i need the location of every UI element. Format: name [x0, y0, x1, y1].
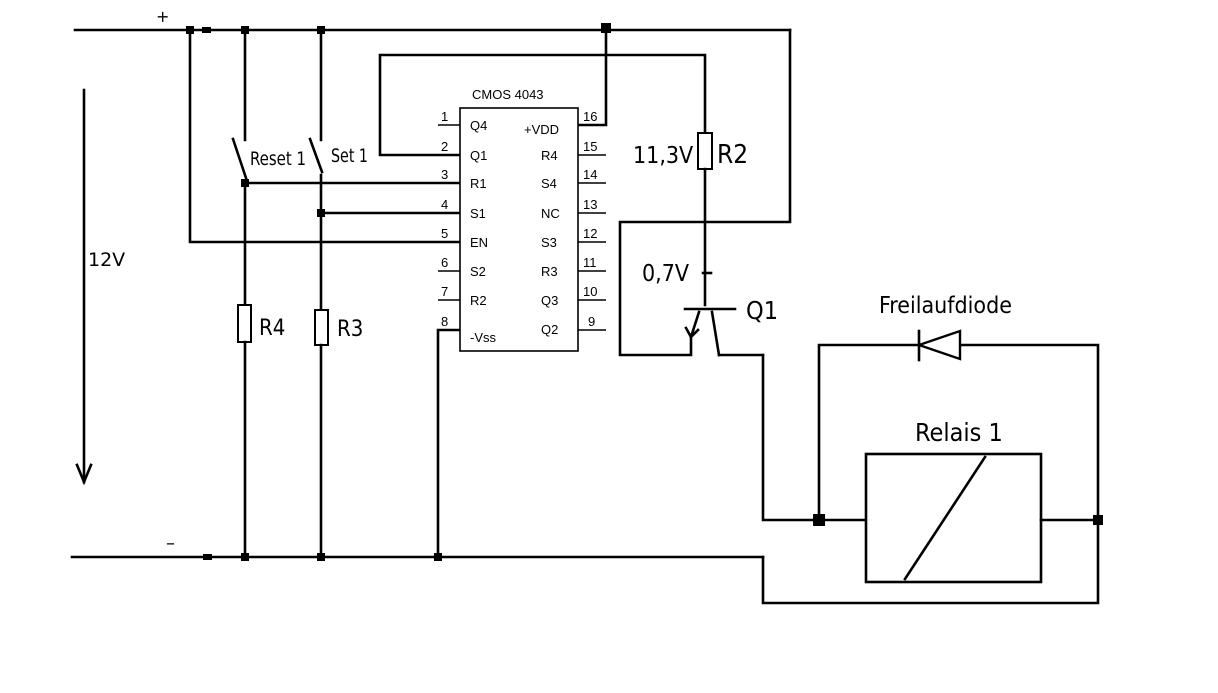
pin-number: 12 — [583, 226, 597, 241]
pin-number: 10 — [583, 284, 597, 299]
pin-name: R4 — [541, 148, 558, 163]
freewheel-diode — [915, 329, 962, 362]
r4-resistor — [237, 304, 252, 343]
pin-name: R3 — [541, 264, 558, 279]
vbe-label: 0,7V — [642, 261, 689, 287]
q1-output-wire — [378, 53, 707, 157]
relay-coil — [864, 452, 1043, 584]
supply-voltage-label: 12V — [88, 249, 125, 271]
reset-switch-branch — [231, 28, 462, 559]
relay-label: Relais 1 — [915, 418, 1003, 447]
pin-name: EN — [470, 235, 488, 250]
pin-number: 14 — [583, 167, 597, 182]
pin-number: 7 — [441, 284, 448, 299]
pin-name: S4 — [541, 176, 557, 191]
vss-wire — [436, 328, 462, 559]
set-switch-branch — [308, 28, 462, 559]
q1-transistor — [683, 307, 765, 357]
r3-label: R3 — [337, 317, 363, 342]
pin-name: Q4 — [470, 118, 487, 133]
voltage-arrow — [75, 88, 93, 486]
pin-name: +VDD — [524, 122, 559, 137]
r4-label: R4 — [259, 316, 285, 341]
r2-voltage-label: 11,3V — [633, 143, 693, 169]
set-switch-label: Set 1 — [331, 145, 368, 167]
minus-label: – — [166, 533, 175, 554]
pin-number: 8 — [441, 314, 448, 329]
return-wire — [761, 518, 1100, 605]
chip-title: CMOS 4043 — [472, 87, 544, 102]
r3-resistor — [314, 309, 329, 346]
pin-number: 5 — [441, 226, 448, 241]
diode-label: Freilaufdiode — [879, 293, 1012, 319]
pin-number: 2 — [441, 139, 448, 154]
junction-dots — [186, 23, 1103, 561]
pin-number: 3 — [441, 167, 448, 182]
pin-number: 9 — [588, 314, 595, 329]
pin-number: 16 — [583, 109, 597, 124]
enable-wire — [188, 28, 462, 244]
pin-number: 4 — [441, 197, 448, 212]
collector-wire — [761, 353, 868, 522]
pin-number: 1 — [441, 109, 448, 124]
pin-name: NC — [541, 206, 560, 221]
pin-number: 11 — [583, 255, 597, 270]
cmos-4043-chip — [438, 107, 606, 352]
pin-name: S3 — [541, 235, 557, 250]
pin-name: S2 — [470, 264, 486, 279]
pin-name: Q2 — [541, 322, 558, 337]
pin-number: 13 — [583, 197, 597, 212]
reset-switch-label: Reset 1 — [250, 148, 306, 170]
plus-label: + — [156, 7, 169, 26]
pin-name: Q3 — [541, 293, 558, 308]
pin-number: 6 — [441, 255, 448, 270]
pin-name: R1 — [470, 176, 487, 191]
pin-number: 15 — [583, 139, 597, 154]
pin-name: -Vss — [470, 330, 497, 345]
pin-name: R2 — [470, 293, 487, 308]
pin-name: Q1 — [470, 148, 487, 163]
pin-name: S1 — [470, 206, 486, 221]
r2-resistor — [697, 132, 713, 170]
r2-label: R2 — [717, 140, 748, 170]
feedback-loop-wire — [618, 28, 792, 357]
q1-label: Q1 — [746, 296, 778, 325]
